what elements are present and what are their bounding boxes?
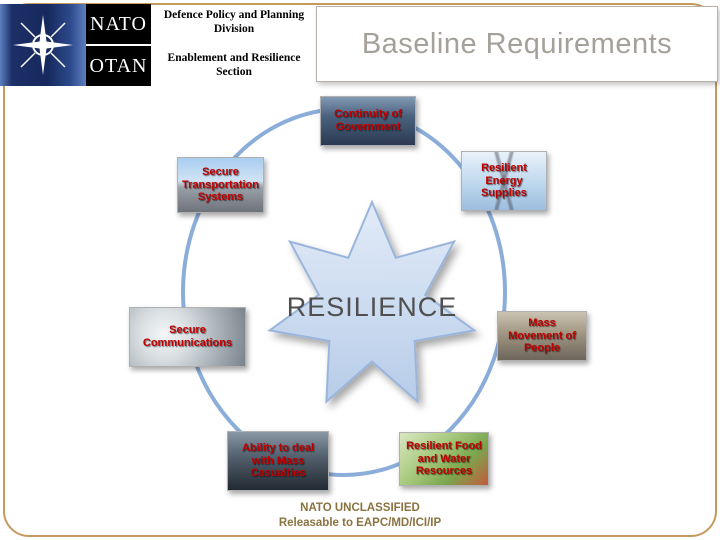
classification-line: NATO UNCLASSIFIED (300, 502, 420, 514)
nato-compass-icon (13, 15, 73, 75)
section-name: Enablement and Resilience Section (167, 51, 301, 79)
node-secure-communications: Secure Communications (129, 307, 246, 367)
releasability-line: Releasable to EAPC/MD/ICI/IP (278, 516, 442, 529)
node-ability-to-deal-with-mass-casualties: Ability to deal with Mass Casualties (227, 431, 329, 491)
node-mass-movement-of-people: Mass Movement of People (497, 311, 587, 361)
node-continuity-of-government: Continuity of Government (320, 96, 416, 146)
node-label: Continuity of Government (334, 108, 402, 133)
node-label: Mass Movement of People (508, 316, 576, 355)
node-label: Secure Transportation Systems (181, 165, 259, 204)
nato-flag-panel (0, 4, 86, 86)
division-name: Defence Policy and Planning Division (163, 9, 305, 36)
node-label: Secure Communications (142, 324, 233, 349)
slide-title-box: Baseline Requirements (316, 6, 718, 82)
nato-wordmark: NATO OTAN (86, 4, 151, 86)
node-resilient-energy-supplies: Resilient Energy Supplies (461, 151, 547, 211)
nato-wordmark-otan: OTAN (89, 54, 148, 77)
slide-title: Baseline Requirements (361, 27, 673, 60)
resilience-star (267, 199, 477, 404)
nato-wordmark-nato: NATO (86, 4, 151, 46)
node-label: Ability to deal with Mass Casualties (241, 441, 315, 480)
node-label: Resilient Energy Supplies (481, 161, 527, 200)
node-label: Resilient Food and Water Resources (406, 439, 482, 478)
resilience-center-label: RESILIENCE (287, 292, 458, 322)
org-unit-block: Defence Policy and Planning Division Ena… (153, 8, 315, 80)
node-secure-transportation-systems: Secure Transportation Systems (177, 157, 264, 213)
node-resilient-food-and-water-resources: Resilient Food and Water Resources (399, 432, 489, 486)
classification-footer: NATO UNCLASSIFIED Releasable to EAPC/MD/… (0, 501, 720, 531)
nato-logo: NATO OTAN (0, 4, 151, 86)
